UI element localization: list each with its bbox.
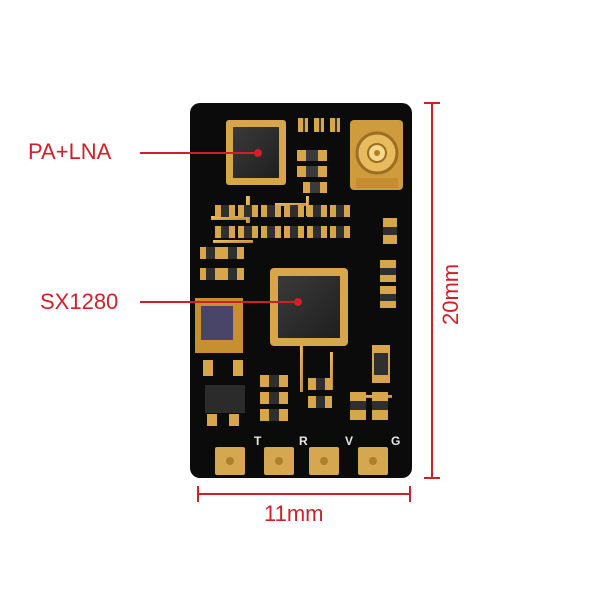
pa-lna-leader-dot bbox=[254, 149, 262, 157]
pad-4 bbox=[358, 447, 388, 475]
pin-label-t: T bbox=[254, 434, 262, 448]
passive-components bbox=[195, 118, 397, 426]
height-dimension-label: 20mm bbox=[438, 263, 463, 325]
width-dimension-label: 11mm bbox=[264, 501, 324, 526]
pin-label-v: V bbox=[345, 434, 353, 448]
pin-label-r: R bbox=[299, 434, 308, 448]
pad-3 bbox=[309, 447, 339, 475]
component-matrix bbox=[200, 205, 350, 280]
pad-1 bbox=[215, 447, 245, 475]
component-column-right bbox=[372, 218, 397, 383]
component-cluster-bottom bbox=[260, 375, 388, 421]
pad-2 bbox=[264, 447, 294, 475]
callout-lines bbox=[140, 149, 302, 306]
sx1280-leader-dot bbox=[294, 298, 302, 306]
ufl-antenna-connector bbox=[350, 120, 403, 190]
component-row-top bbox=[297, 118, 340, 193]
sx1280-callout: SX1280 bbox=[40, 289, 119, 314]
solder-pads bbox=[215, 447, 388, 475]
pa-lna-callout: PA+LNA bbox=[28, 139, 112, 164]
pin-labels: T R V G bbox=[254, 434, 400, 448]
pin-label-g: G bbox=[391, 434, 400, 448]
sx1280-chip bbox=[270, 268, 348, 346]
voltage-regulator bbox=[195, 298, 245, 426]
dimension-lines bbox=[197, 102, 440, 502]
